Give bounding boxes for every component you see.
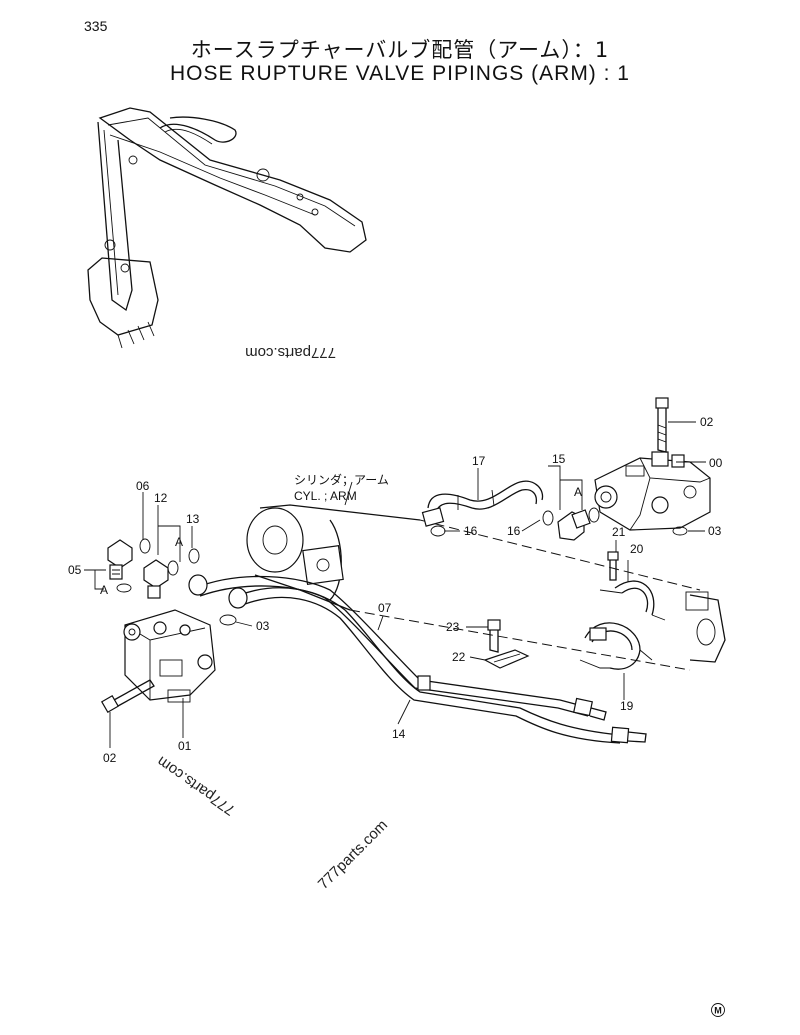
hose-rupture-valve-left <box>123 609 216 703</box>
callout-02-top: 02 <box>700 415 714 429</box>
cylinder-label-jp: シリンダ；アーム <box>294 472 389 487</box>
mark-symbol: M <box>714 1006 722 1016</box>
callout-a-right: A <box>574 485 582 499</box>
callout-16-left: 16 <box>464 524 478 538</box>
o-ring-05 <box>116 583 132 593</box>
cylinder-label-en: CYL. ; ARM <box>294 489 357 503</box>
bolt-23 <box>487 619 501 653</box>
callout-03-left: 03 <box>256 619 270 633</box>
callout-12: 12 <box>154 491 168 505</box>
callout-14: 14 <box>392 727 406 741</box>
pipe-07 <box>194 575 591 717</box>
hose-rupture-valve-right <box>594 451 711 531</box>
watermark-rotated: 777parts.com <box>154 753 238 819</box>
title-english: HOSE RUPTURE VALVE PIPINGS (ARM) : 1 <box>170 62 630 85</box>
callout-21: 21 <box>612 525 626 539</box>
bolt-02-top <box>655 397 669 453</box>
watermark-diagonal: 777parts.com <box>315 817 391 893</box>
o-ring-12 <box>167 560 179 576</box>
callout-22: 22 <box>452 650 466 664</box>
clamp-19 <box>579 622 653 670</box>
callout-19: 19 <box>620 699 634 713</box>
callout-06: 06 <box>136 479 150 493</box>
manufacturer-mark: M <box>711 1003 725 1017</box>
excavator-arm-illustration <box>87 107 367 349</box>
callout-labels: 02 00 03 17 15 A 16 16 21 20 06 12 13 A … <box>68 415 723 765</box>
callout-17: 17 <box>472 454 486 468</box>
callout-07: 07 <box>378 601 392 615</box>
elbow-fitting-06 <box>143 559 169 599</box>
callout-03-right: 03 <box>708 524 722 538</box>
page-number: 335 <box>84 18 108 34</box>
leader-lines <box>84 421 706 748</box>
watermark-upside-down: 777parts.com <box>245 344 336 361</box>
arm-cylinder <box>246 504 726 671</box>
plate-22 <box>483 649 530 669</box>
clamp-20 <box>599 551 666 621</box>
callout-01: 01 <box>178 739 192 753</box>
title-japanese: ホースラプチャーバルブ配管（アーム）：1 <box>190 38 610 62</box>
callout-00: 00 <box>709 456 723 470</box>
callout-16-right: 16 <box>507 524 521 538</box>
callout-02-bottom: 02 <box>103 751 117 765</box>
pipe-clamp-block <box>417 675 431 691</box>
pipe-nut-left <box>188 574 248 609</box>
callout-23: 23 <box>446 620 460 634</box>
o-ring-03-left <box>219 614 237 626</box>
o-ring-06 <box>139 538 151 554</box>
pipe-fitting-end-lower <box>610 726 647 744</box>
elbow-fitting-05 <box>107 539 133 580</box>
callout-05: 05 <box>68 563 82 577</box>
pipe-14 <box>239 587 621 744</box>
elbow-fitting-15 <box>430 507 688 541</box>
callout-a-top: A <box>175 535 183 549</box>
callout-13: 13 <box>186 512 200 526</box>
callout-20: 20 <box>630 542 644 556</box>
callout-a-left: A <box>100 583 108 597</box>
callout-15: 15 <box>552 452 566 466</box>
o-ring-13 <box>188 548 200 564</box>
pipe-fitting-end-upper <box>573 697 607 721</box>
hose-17 <box>421 480 544 527</box>
bolt-02-bottom <box>100 679 155 714</box>
